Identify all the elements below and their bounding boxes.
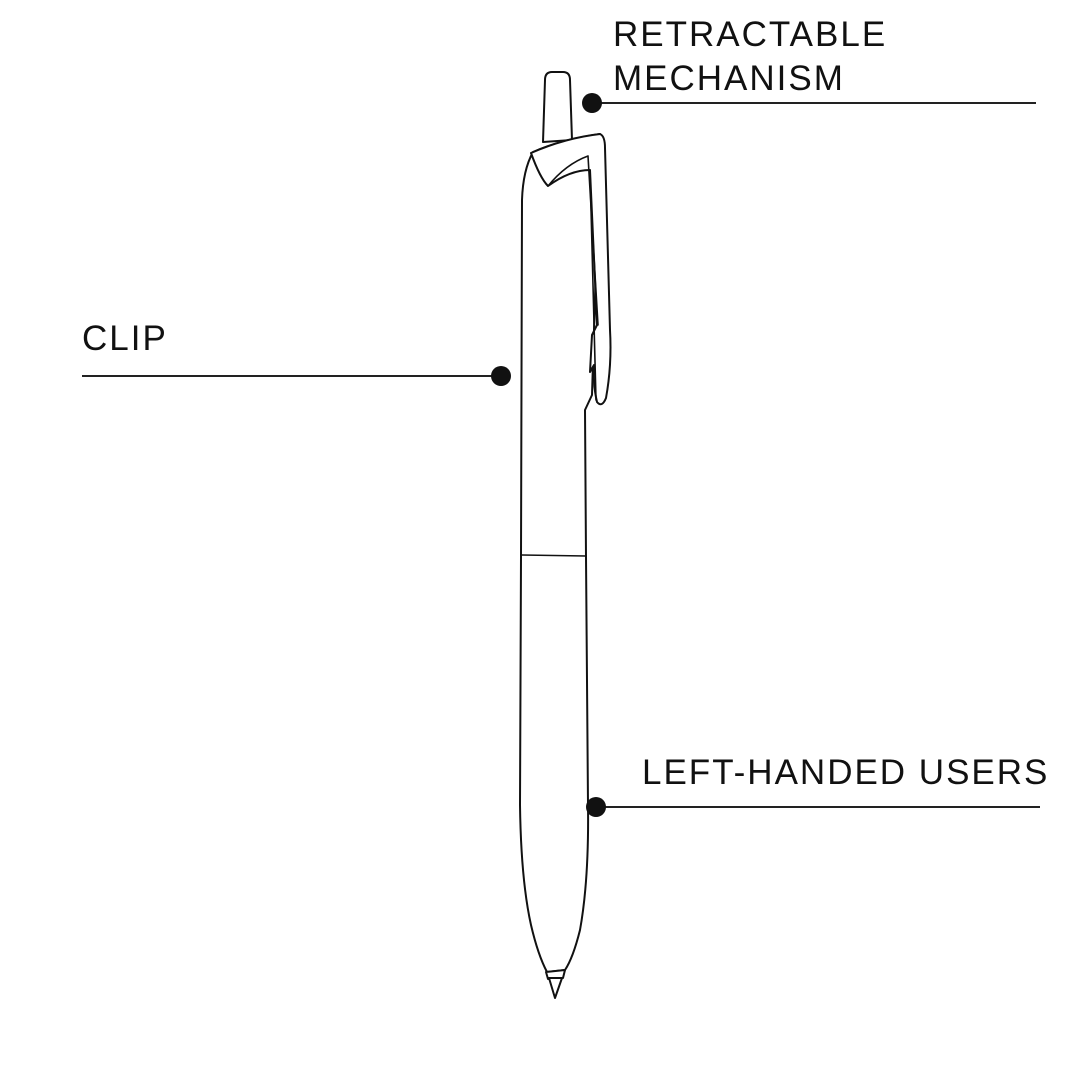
marker-dot-retractable [582,93,602,113]
writing-tip [548,977,563,999]
pen-barrel [519,133,601,973]
callout-left-handed-label: LEFT-HANDED USERS [642,753,1049,792]
callout-left-handed-users: LEFT-HANDED USERS [586,753,1049,817]
callout-clip: CLIP [82,319,511,386]
grip-divider [521,554,587,557]
callout-retractable-line2: MECHANISM [613,59,845,98]
pen-icon [519,71,612,999]
callout-retractable-line1: RETRACTABLE [613,15,887,54]
marker-dot-left-handed [586,797,606,817]
callout-retractable-mechanism: RETRACTABLE MECHANISM [582,15,1036,113]
clip-inner-line-2 [589,169,597,401]
plunger-button [542,71,573,143]
callout-clip-label: CLIP [82,319,168,358]
marker-dot-clip [491,366,511,386]
clip-inner-line [547,155,599,326]
